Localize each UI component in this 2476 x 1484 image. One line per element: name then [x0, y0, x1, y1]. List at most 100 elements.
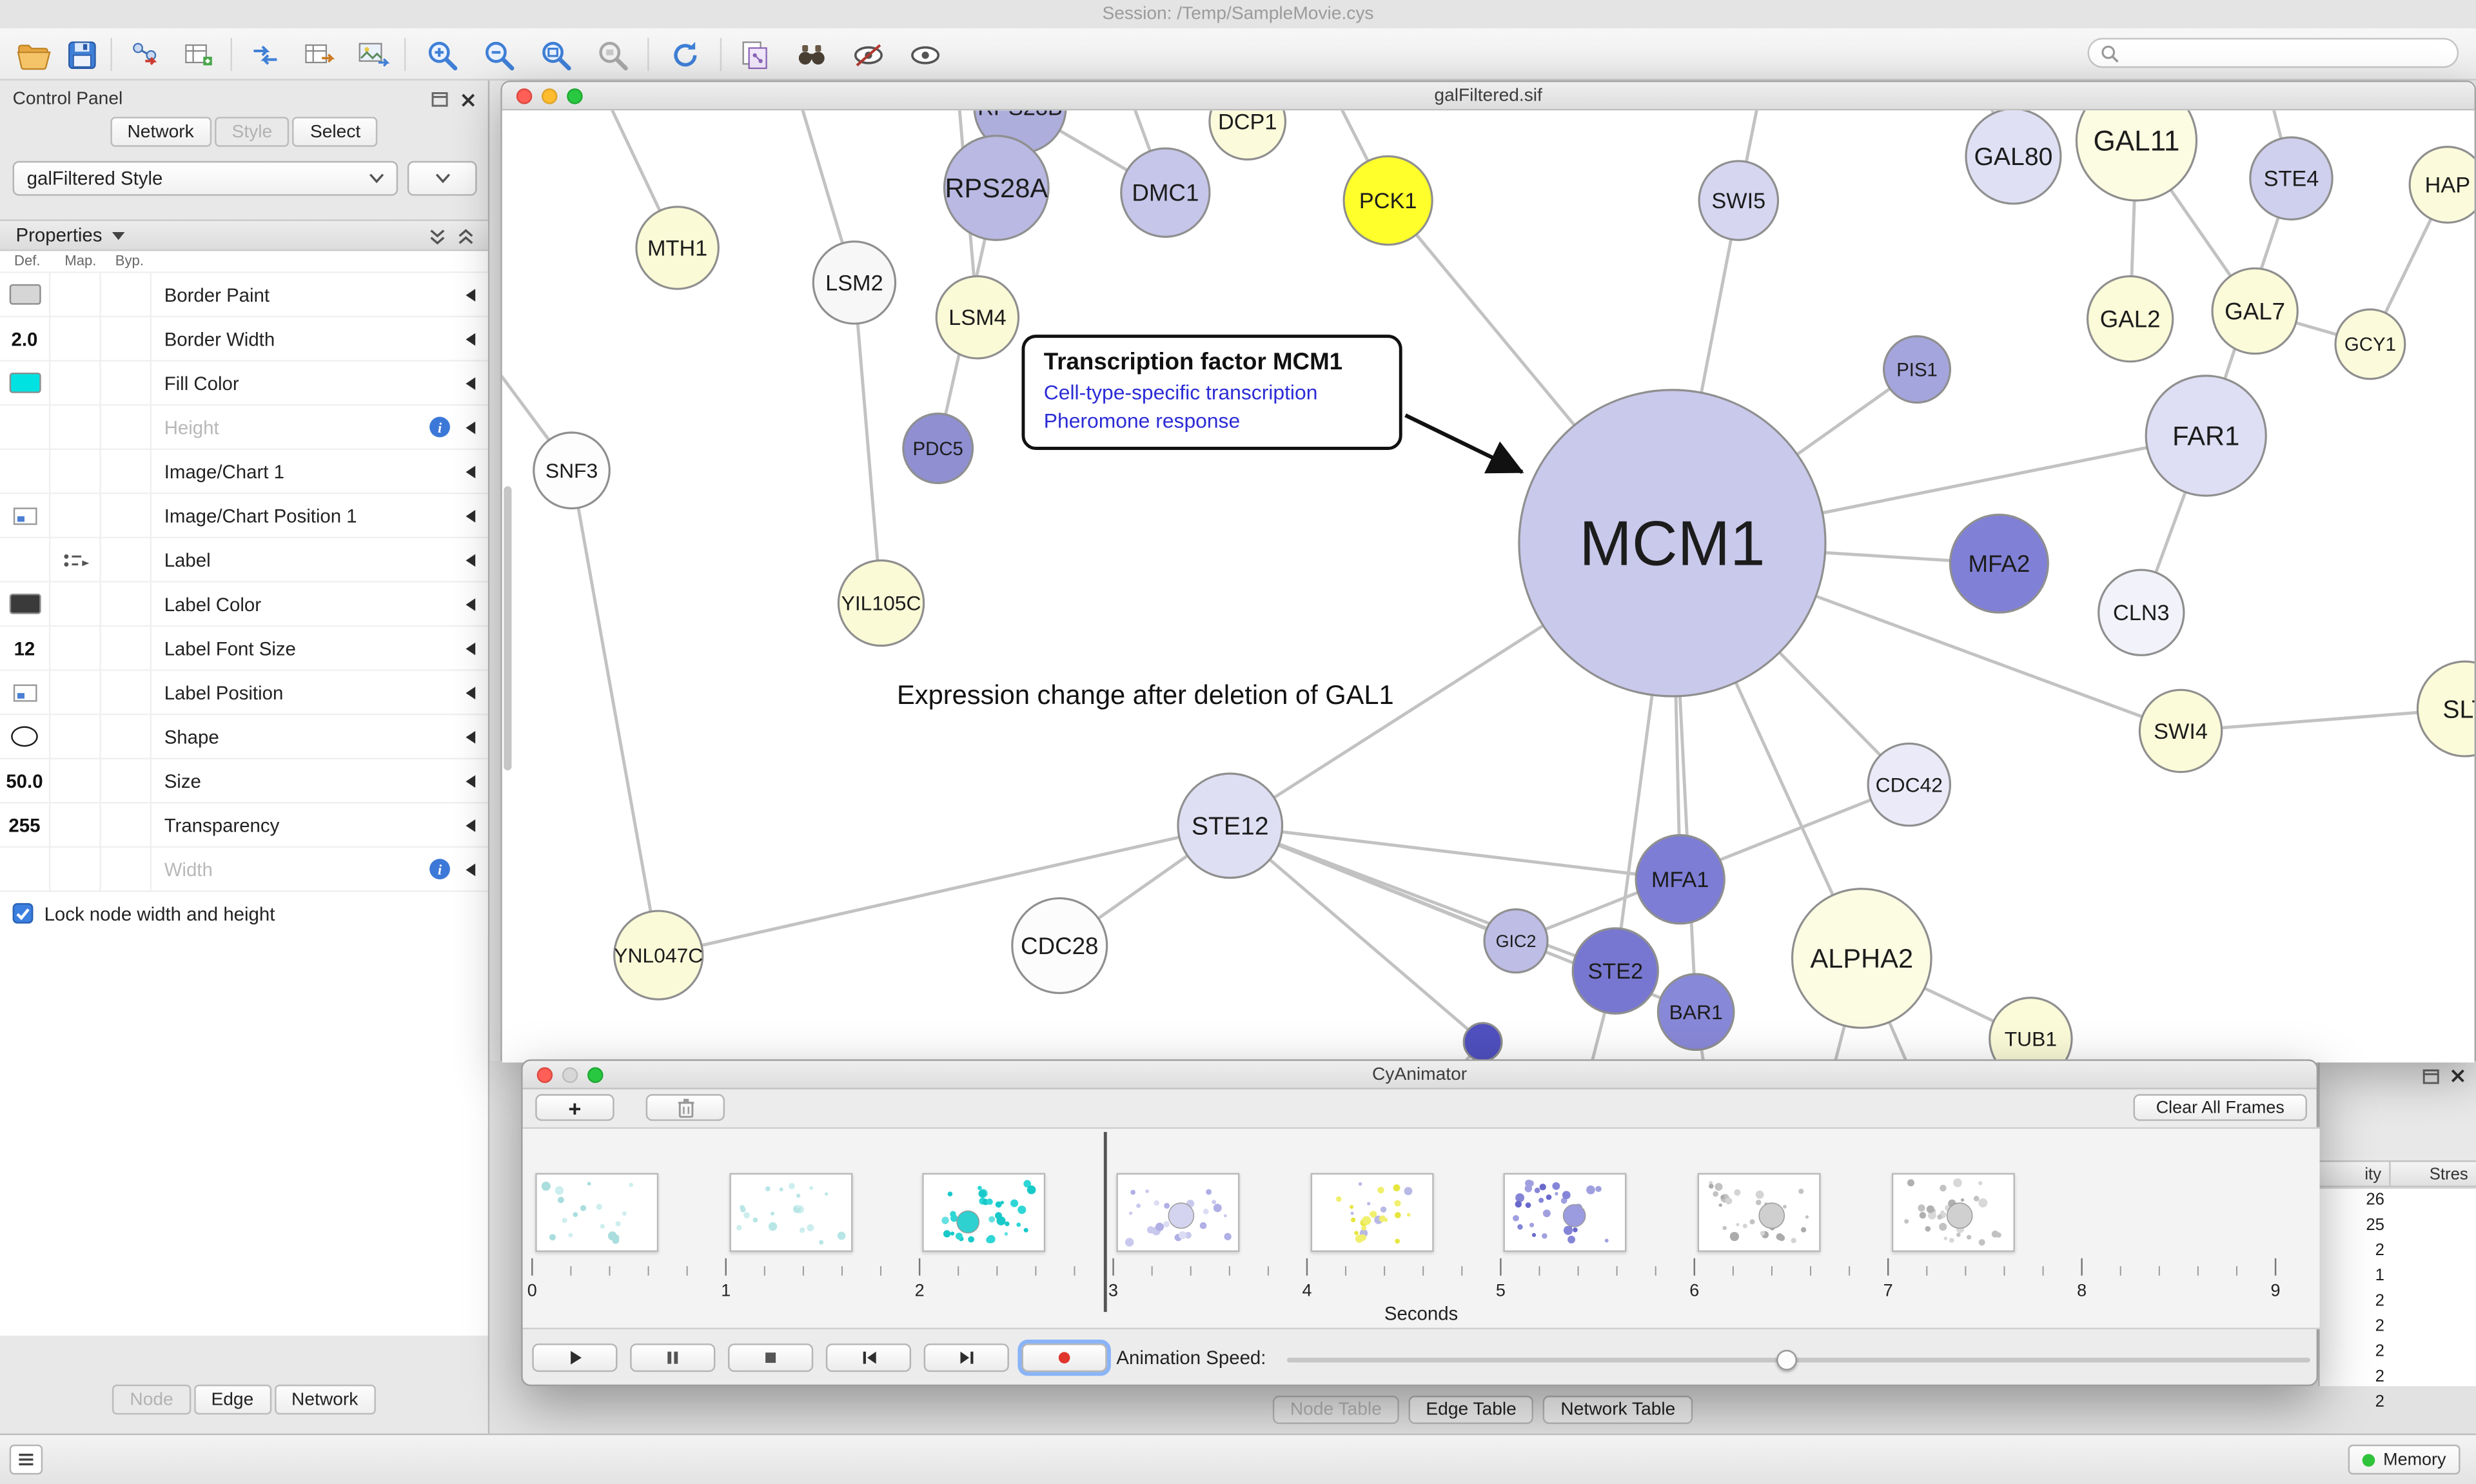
property-row-shape[interactable]: Shape	[0, 714, 488, 759]
network-node-DMC1[interactable]: DMC1	[1120, 147, 1211, 238]
network-node-MFA2[interactable]: MFA2	[1949, 513, 2049, 614]
property-row-label-position[interactable]: Label Position	[0, 670, 488, 716]
expand-row-icon[interactable]	[466, 818, 476, 832]
expand-row-icon[interactable]	[466, 863, 476, 875]
zoom-in-icon[interactable]	[420, 35, 462, 76]
expand-all-icon[interactable]	[457, 228, 475, 246]
network-node-PCK1[interactable]: PCK1	[1342, 155, 1433, 246]
float-panel-icon[interactable]	[428, 88, 450, 110]
table-row[interactable]: 2	[2320, 1365, 2476, 1391]
network-node-GAL11[interactable]: GAL11	[2075, 110, 2198, 202]
network-node-GAL2[interactable]: GAL2	[2086, 275, 2174, 363]
network-node-MTH1[interactable]: MTH1	[635, 206, 720, 290]
column-header-centrality[interactable]: ity	[2319, 1160, 2391, 1187]
network-node-CLN3[interactable]: CLN3	[2098, 569, 2185, 656]
property-row-image-chart-position-1[interactable]: Image/Chart Position 1	[0, 493, 488, 539]
expand-row-icon[interactable]	[466, 730, 476, 743]
column-header-stress[interactable]: Stres	[2390, 1160, 2476, 1187]
frame-thumbnail-2[interactable]	[923, 1173, 1046, 1253]
import-network-icon[interactable]	[123, 35, 166, 76]
float-table-panel-icon[interactable]	[2419, 1066, 2441, 1086]
network-node-RPS28A[interactable]: RPS28A	[943, 135, 1050, 241]
network-node-HAP[interactable]: HAP	[2408, 146, 2475, 224]
frame-thumbnail-1[interactable]	[729, 1173, 852, 1253]
network-node-GIC2[interactable]: GIC2	[1483, 908, 1549, 974]
pause-button[interactable]	[630, 1343, 716, 1372]
frame-thumbnail-5[interactable]	[1504, 1173, 1627, 1253]
network-node-NODEB[interactable]	[1462, 1022, 1503, 1062]
property-row-fill-color[interactable]: Fill Color	[0, 360, 488, 406]
network-node-YIL105C[interactable]: YIL105C	[837, 559, 925, 647]
first-neighbors-icon[interactable]	[789, 35, 832, 76]
expand-row-icon[interactable]	[466, 597, 476, 610]
network-node-TUB1[interactable]: TUB1	[1989, 997, 2073, 1063]
save-session-icon[interactable]	[60, 35, 103, 76]
color-swatch[interactable]	[8, 593, 41, 614]
network-node-SWI4[interactable]: SWI4	[2138, 688, 2223, 774]
zoom-out-icon[interactable]	[477, 35, 520, 76]
property-default-value[interactable]: 12	[14, 637, 35, 659]
style-options-button[interactable]	[407, 161, 477, 196]
minimize-window-icon[interactable]	[542, 88, 558, 104]
expand-row-icon[interactable]	[466, 641, 476, 655]
network-node-CDC42[interactable]: CDC42	[1867, 742, 1952, 827]
tab-edge-table[interactable]: Edge Table	[1408, 1395, 1534, 1424]
property-default-value[interactable]: 50.0	[6, 769, 43, 792]
network-node-STE12[interactable]: STE12	[1177, 772, 1284, 879]
tab-network[interactable]: Network	[110, 117, 211, 147]
export-network-icon[interactable]	[243, 35, 286, 76]
network-node-GAL7[interactable]: GAL7	[2211, 267, 2299, 355]
mapping-icon[interactable]	[61, 550, 89, 569]
network-node-FAR1[interactable]: FAR1	[2145, 375, 2267, 497]
tab-network-style[interactable]: Network	[274, 1384, 376, 1415]
network-node-STE4[interactable]: STE4	[2249, 136, 2334, 221]
animation-speed-slider[interactable]	[1286, 1348, 2310, 1371]
table-row[interactable]: 26	[2320, 1189, 2476, 1214]
export-table-icon[interactable]	[297, 35, 339, 76]
network-node-CDC28[interactable]: CDC28	[1011, 897, 1108, 995]
import-table-icon[interactable]	[177, 35, 219, 76]
frame-thumbnail-3[interactable]	[1116, 1173, 1240, 1253]
search-input[interactable]	[2127, 43, 2446, 63]
table-row[interactable]: 25	[2320, 1214, 2476, 1239]
frame-thumbnail-7[interactable]	[1891, 1173, 2015, 1253]
play-button[interactable]	[532, 1343, 618, 1372]
network-node-PDC5[interactable]: PDC5	[902, 413, 974, 484]
expand-row-icon[interactable]	[466, 774, 476, 787]
zoom-selected-icon[interactable]	[591, 35, 633, 76]
delete-frame-button[interactable]	[645, 1094, 725, 1121]
network-node-GAL80[interactable]: GAL80	[1965, 110, 2062, 205]
table-row[interactable]: 2	[2320, 1340, 2476, 1365]
timeline-playhead[interactable]	[1103, 1131, 1106, 1313]
slider-thumb[interactable]	[1776, 1349, 1797, 1371]
network-node-ALPHA2[interactable]: ALPHA2	[1791, 888, 1932, 1029]
property-default-value[interactable]: 2.0	[11, 327, 38, 350]
hide-selected-icon[interactable]	[847, 35, 889, 76]
tab-select[interactable]: Select	[293, 117, 378, 147]
tab-node[interactable]: Node	[112, 1384, 191, 1415]
property-row-label[interactable]: Label	[0, 537, 488, 583]
table-row[interactable]: 2	[2320, 1391, 2476, 1416]
tab-edge[interactable]: Edge	[193, 1384, 271, 1415]
network-node-BAR1[interactable]: BAR1	[1656, 973, 1735, 1051]
expand-row-icon[interactable]	[466, 332, 476, 346]
new-network-from-selection-icon[interactable]	[732, 35, 775, 76]
zoom-fit-icon[interactable]	[534, 35, 576, 76]
position-icon[interactable]	[12, 683, 37, 701]
network-node-GCY1[interactable]: GCY1	[2334, 308, 2406, 380]
collapse-all-icon[interactable]	[428, 228, 447, 246]
properties-header[interactable]: Properties	[0, 219, 488, 251]
network-node-SLT[interactable]: SLT	[2416, 660, 2475, 757]
frame-thumbnail-0[interactable]	[535, 1173, 659, 1253]
skip-to-end-button[interactable]	[923, 1343, 1009, 1372]
ellipse-shape-icon[interactable]	[11, 726, 38, 747]
expand-row-icon[interactable]	[466, 288, 476, 301]
add-frame-button[interactable]: +	[535, 1094, 614, 1121]
color-swatch[interactable]	[8, 372, 41, 393]
